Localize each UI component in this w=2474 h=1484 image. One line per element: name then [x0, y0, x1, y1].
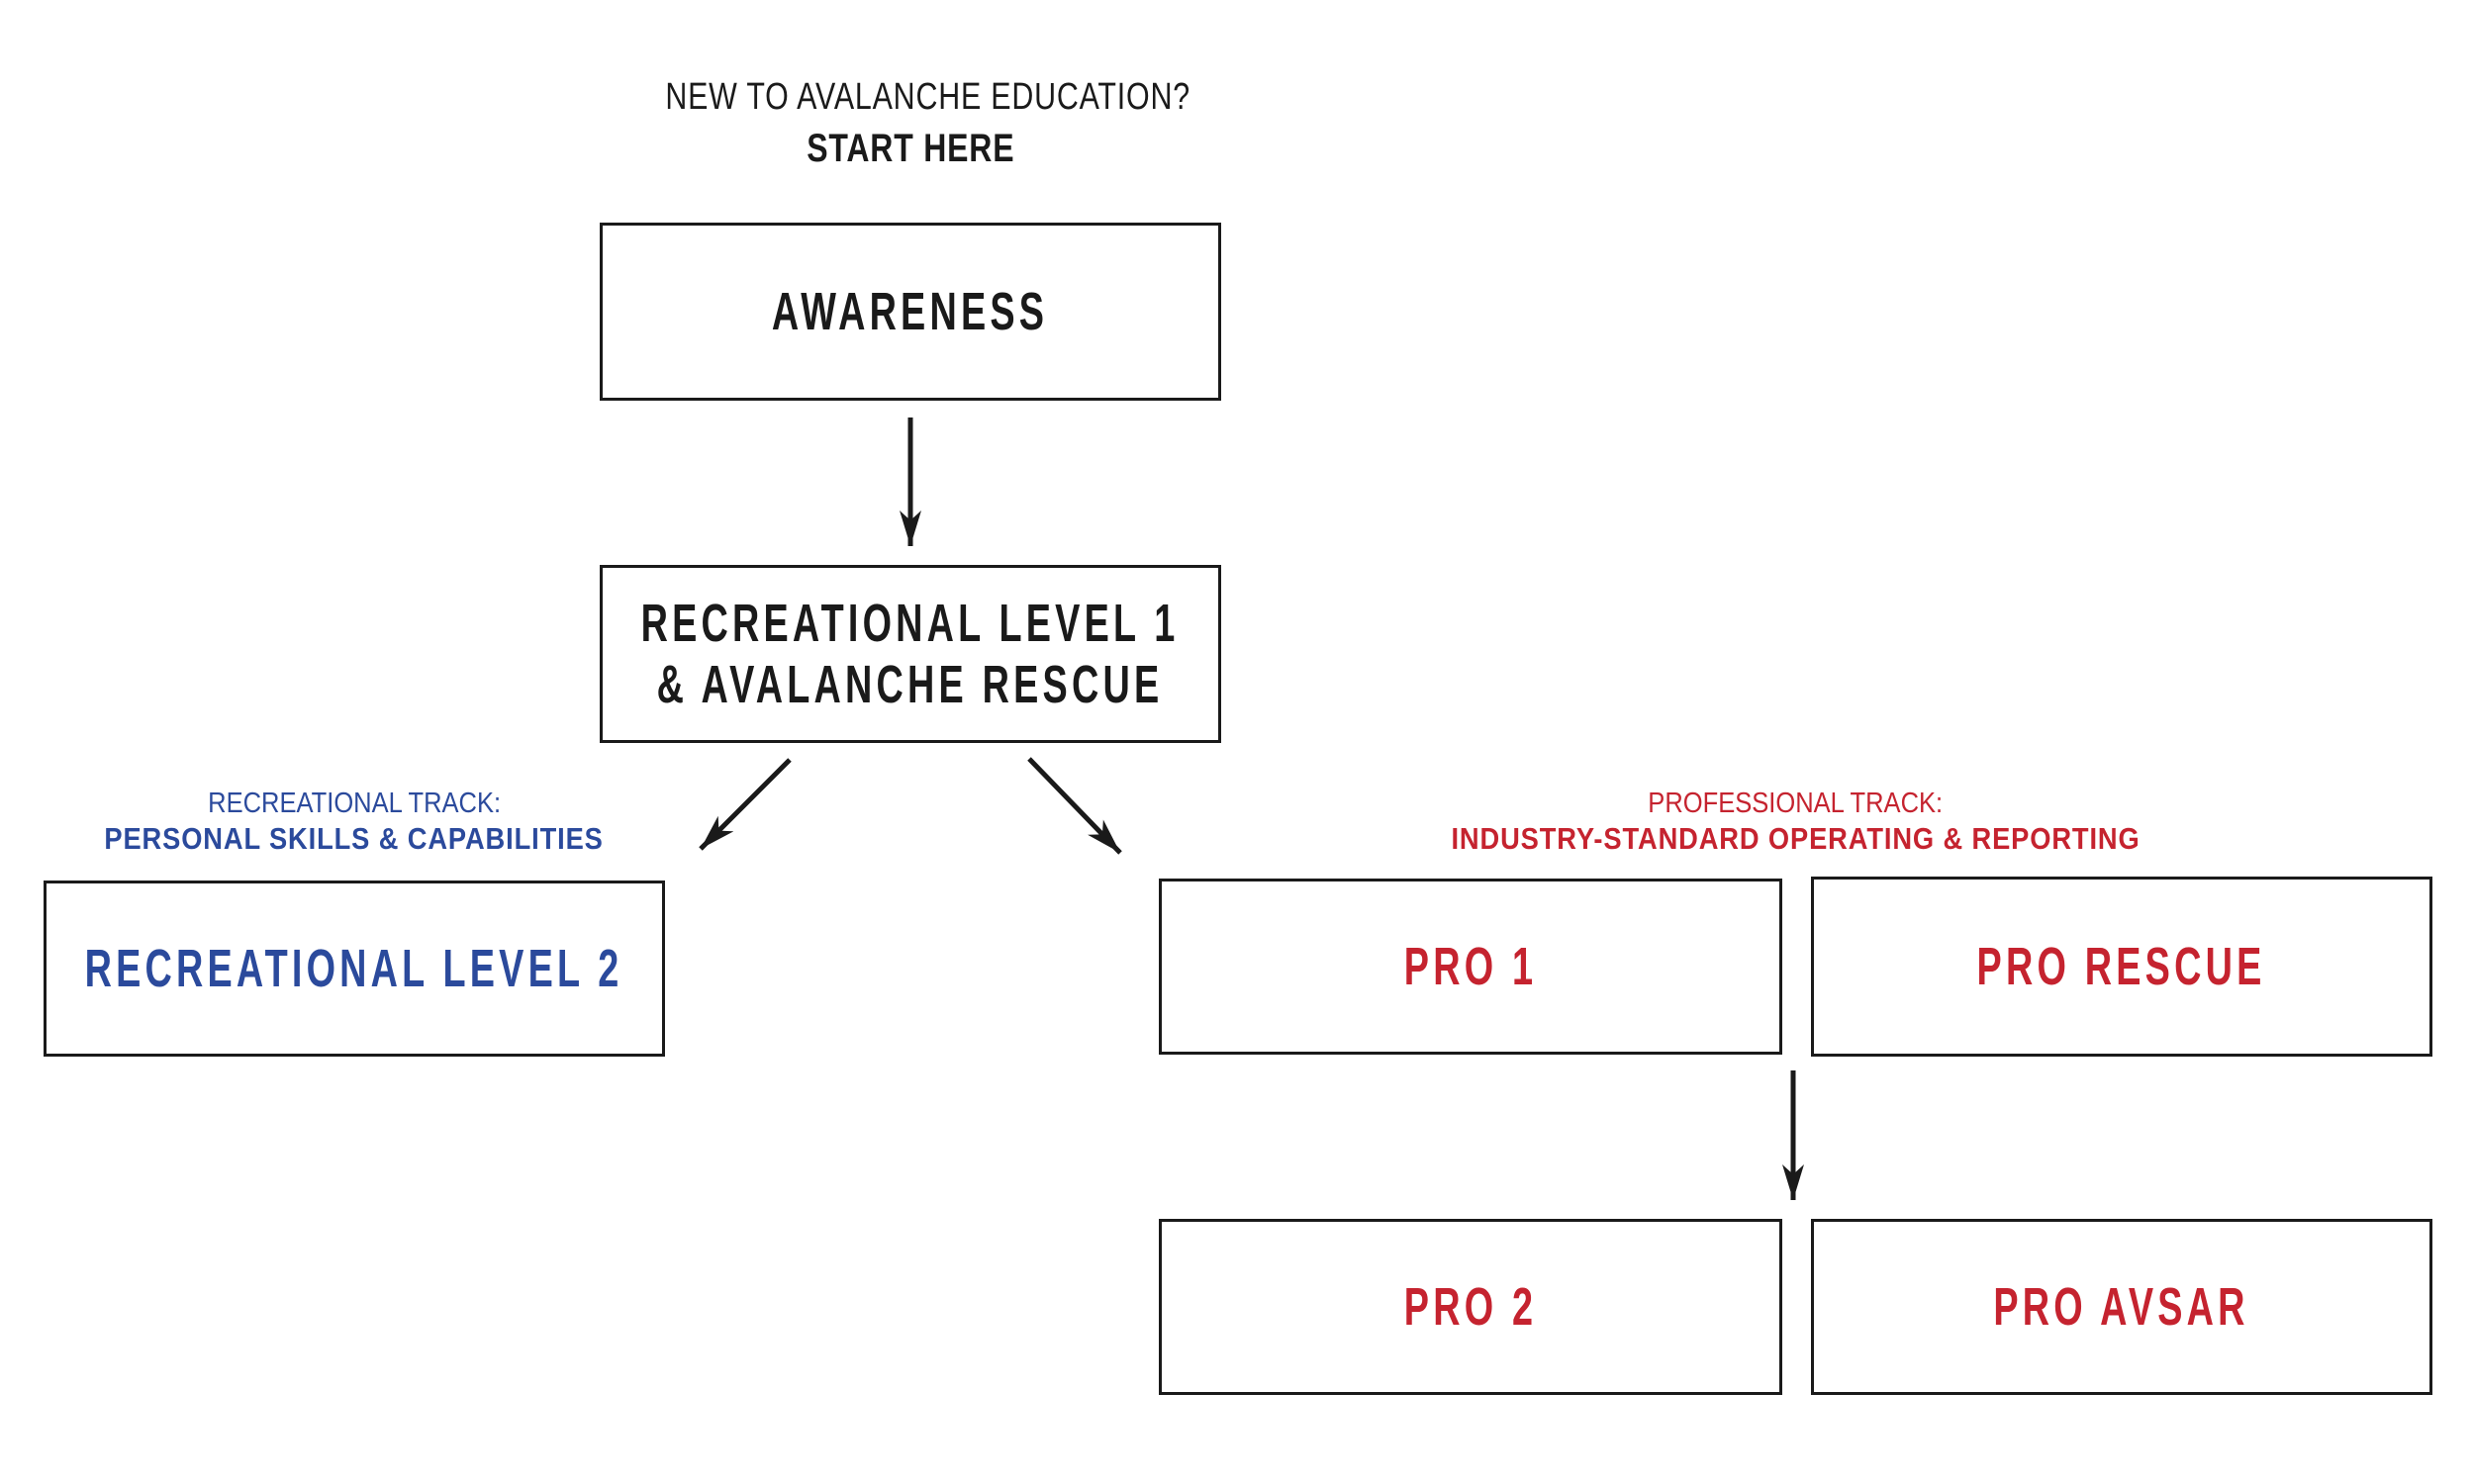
course-box-pro-1[interactable]: PRO 1: [1159, 879, 1782, 1055]
arrow-rec1-to-pro-track-icon: [1027, 757, 1122, 855]
course-label: PRO 1: [1403, 937, 1538, 996]
professional-track-title: PROFESSIONAL TRACK:: [1648, 788, 1944, 819]
course-box-recreational-level-2[interactable]: RECREATIONAL LEVEL 2: [44, 881, 665, 1057]
recreational-track-title: RECREATIONAL TRACK:: [208, 788, 501, 819]
professional-track-subtitle: INDUSTRY-STANDARD OPERATING & REPORTING: [1451, 821, 2141, 856]
professional-track-label: PROFESSIONAL TRACK: INDUSTRY-STANDARD OP…: [1159, 786, 2432, 857]
course-box-recreational-level-1[interactable]: RECREATIONAL LEVEL 1 & AVALANCHE RESCUE: [600, 565, 1221, 743]
course-label: RECREATIONAL LEVEL 2: [85, 939, 623, 998]
course-box-pro-avsar[interactable]: PRO AVSAR: [1811, 1219, 2432, 1395]
header-start-here: START HERE: [806, 127, 1015, 170]
header-question: NEW TO AVALANCHE EDUCATION?: [665, 76, 1190, 118]
diagram-header: NEW TO AVALANCHE EDUCATION? START HERE: [600, 71, 1221, 174]
course-box-pro-2[interactable]: PRO 2: [1159, 1219, 1782, 1395]
arrow-rec1-to-rec-track-icon: [699, 758, 792, 851]
recreational-track-subtitle: PERSONAL SKILLS & CAPABILITIES: [104, 821, 605, 856]
recreational-track-label: RECREATIONAL TRACK: PERSONAL SKILLS & CA…: [44, 786, 665, 857]
course-box-awareness[interactable]: AWARENESS: [600, 223, 1221, 401]
course-label: PRO AVSAR: [1993, 1277, 2250, 1337]
course-label: PRO 2: [1403, 1277, 1538, 1337]
course-label-line2: & AVALANCHE RESCUE: [657, 655, 1164, 714]
course-label-line1: RECREATIONAL LEVEL 1: [641, 594, 1180, 653]
course-label: AWARENESS: [772, 282, 1049, 341]
course-label: PRO RESCUE: [1977, 937, 2266, 996]
course-box-pro-rescue[interactable]: PRO RESCUE: [1811, 877, 2432, 1057]
